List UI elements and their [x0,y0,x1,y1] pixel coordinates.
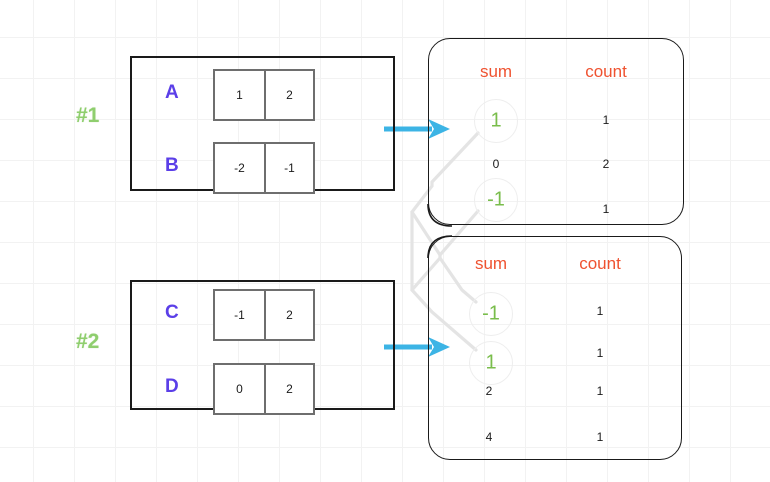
table-2-row-3-count: 1 [596,430,604,444]
table-2-row-2-count: 1 [596,384,604,398]
pair-a-cell-1: 2 [264,71,313,119]
table-1-header-count: count [585,62,627,81]
table-1-row-2-sum: -1 [487,188,505,211]
row-label-b: B [165,155,179,176]
table-2-row-1-count: 1 [596,346,604,360]
row-label-c: C [165,302,179,323]
row-label-a: A [165,82,179,103]
table-2-header-sum: sum [474,254,508,273]
table-1-row-1-count: 2 [602,157,610,171]
pair-c-cell-0: -1 [234,308,245,322]
row-label-d: D [165,376,179,397]
highlight-circle-t1-r0 [474,99,518,143]
pair-b-cell-0: -2 [234,161,245,175]
pair-b: -2 -1 [213,142,315,194]
pair-d-cell-0: 0 [236,382,243,396]
table-1-row-0-sum: 1 [490,109,502,132]
result-table-1 [428,38,684,225]
group-tag-2: #2 [76,330,100,353]
table-1-row-1-sum: 0 [492,157,500,171]
table-2-row-0-sum: -1 [482,302,500,325]
highlight-circle-t2-r1 [469,341,513,385]
pair-d-cell-1: 2 [264,365,313,413]
table-2-row-0-count: 1 [596,304,604,318]
table-2-row-2-sum: 2 [485,384,493,398]
table-1-row-2-count: 1 [602,202,610,216]
group-tag-1: #1 [76,104,100,127]
table-1-header-sum: sum [479,62,513,81]
table-2-header-count: count [579,254,621,273]
pair-b-cell-1: -1 [264,144,313,192]
pair-a-cell-0: 1 [236,88,243,102]
table-2-row-1-sum: 1 [485,351,497,374]
highlight-circle-t2-r0 [469,292,513,336]
result-table-2 [428,236,682,460]
pair-c-cell-1: 2 [264,291,313,339]
pair-a: 1 2 [213,69,315,121]
table-2-row-3-sum: 4 [485,430,493,444]
pair-d: 0 2 [213,363,315,415]
table-1-row-0-count: 1 [602,113,610,127]
highlight-circle-t1-r2 [474,178,518,222]
pair-c: -1 2 [213,289,315,341]
